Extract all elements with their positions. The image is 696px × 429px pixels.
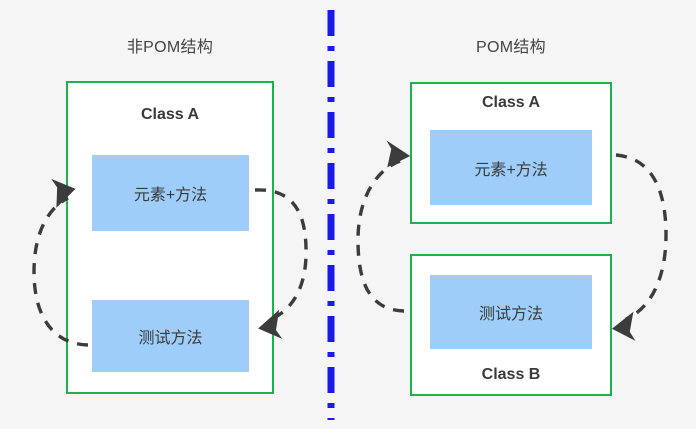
arrowhead-right-panel-up — [386, 140, 411, 168]
method-box-label: 测试方法 — [138, 330, 203, 347]
method-box-right-test-methods: 测试方法 — [430, 275, 592, 349]
panel-title-left: 非POM结构 — [126, 39, 214, 56]
method-box-left-elements-methods: 元素+方法 — [92, 155, 249, 231]
class-label-left-class-a: Class A — [140, 106, 200, 123]
method-box-label: 元素+方法 — [133, 187, 208, 204]
class-label-right-class-b: Class B — [481, 366, 541, 383]
method-box-label: 测试方法 — [478, 306, 543, 323]
method-box-label: 元素+方法 — [474, 161, 548, 179]
arrow-right-panel-right-arc — [615, 153, 668, 321]
class-label-right-class-a: Class A — [481, 94, 541, 111]
arrow-right-panel-left-arc — [356, 159, 405, 313]
panel-title-right: POM结构 — [476, 39, 546, 56]
method-box-left-test-methods: 测试方法 — [92, 300, 249, 372]
method-box-right-elements-methods: 元素+方法 — [430, 130, 592, 205]
arrowhead-right-panel-down — [611, 311, 636, 341]
